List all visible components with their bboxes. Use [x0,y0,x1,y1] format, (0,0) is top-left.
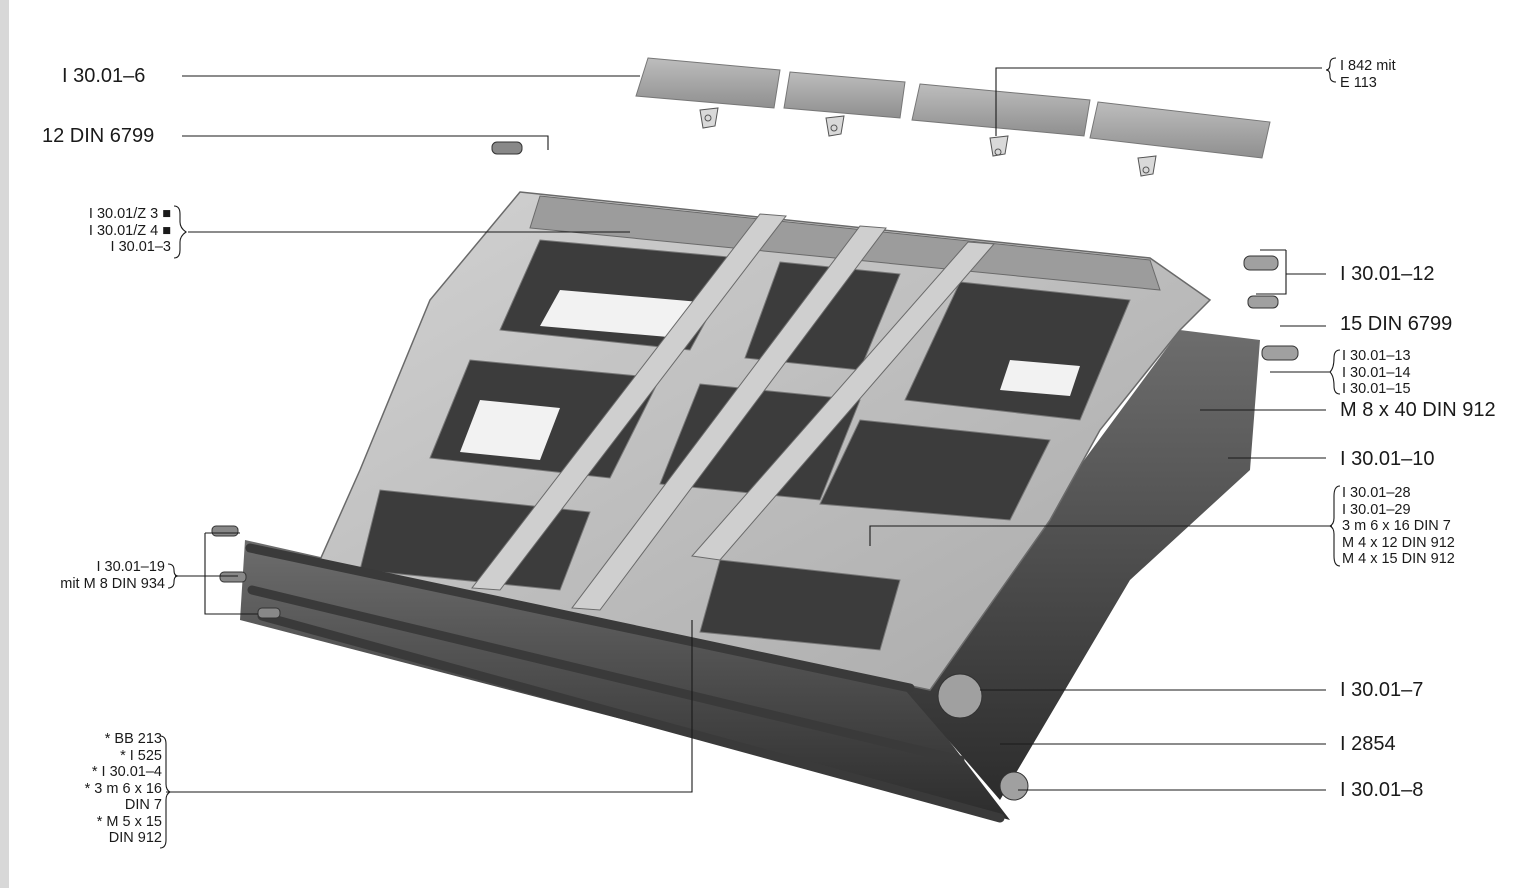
label-pins-group: I 30.01–13 I 30.01–14 I 30.01–15 [1342,348,1411,398]
label-parts-group-line: 3 m 6 x 16 DIN 7 [1342,518,1451,534]
label-top-group: I 842 mit E 113 [1340,58,1396,91]
label-cover-strip: I 30.01–6 [62,65,146,87]
page-edge [0,0,9,888]
cover-strip-1 [635,57,781,109]
label-pin-top-left: 12 DIN 6799 [42,125,155,147]
label-screw-m8: M 8 x 40 DIN 912 [1340,399,1496,421]
label-pin-15: 15 DIN 6799 [1340,313,1453,335]
label-shaft-group-line: mit M 8 DIN 934 [60,575,165,592]
label-bracket-7: I 30.01–7 [1340,679,1424,701]
label-parts-group-line: I 30.01–28 [1342,485,1411,501]
label-knob-8: I 30.01–8 [1340,779,1424,801]
label-bottom-group-line: * BB 213 [104,731,162,747]
label-parts-group-line: M 4 x 12 DIN 912 [1342,534,1455,551]
cover-strip-3 [911,83,1091,137]
label-part-2854: I 2854 [1340,733,1396,755]
cover-strip-4 [1089,101,1271,159]
label-bottom-group-line: * M 5 x 15 [96,813,162,830]
label-frame-group-line: I 30.01/Z 3 ■ [88,206,171,222]
label-pins-group-line: I 30.01–14 [1342,364,1411,381]
label-bottom-group-line: DIN 7 [124,797,162,813]
leader-lines [166,67,1332,793]
label-bottom-group-line: * I 30.01–4 [91,764,162,780]
label-parts-group: I 30.01–28 I 30.01–29 3 m 6 x 16 DIN 7 M… [1342,485,1455,568]
label-frame-group: I 30.01/Z 3 ■ I 30.01/Z 4 ■ I 30.01–3 [89,206,171,256]
braces [159,57,1341,849]
label-bottom-group-line: DIN 912 [108,830,162,846]
label-shaft-group: I 30.01–19 mit M 8 DIN 934 [60,559,165,592]
label-top-group-line: I 842 mit [1340,58,1396,74]
label-frame-group-line: I 30.01/Z 4 ■ [88,222,171,239]
label-shaft-group-line: I 30.01–19 [96,559,165,575]
label-top-group-line: E 113 [1340,74,1377,91]
cover-strip-2 [783,71,906,119]
label-pins-group-line: I 30.01–15 [1342,381,1411,397]
label-parts-group-line: M 4 x 15 DIN 912 [1342,551,1455,567]
label-frame-group-line: I 30.01–3 [110,239,171,255]
label-bottom-group: * BB 213 * I 525 * I 30.01–4 * 3 m 6 x 1… [85,731,162,847]
label-shaft-12: I 30.01–12 [1340,263,1435,285]
label-parts-group-line: I 30.01–29 [1342,501,1411,518]
label-rail-10: I 30.01–10 [1340,448,1435,470]
label-bottom-group-line: * I 525 [120,747,162,764]
label-pins-group-line: I 30.01–13 [1342,348,1411,364]
main-frame [211,141,1299,823]
label-bottom-group-line: * 3 m 6 x 16 [84,780,162,797]
cover-strips [635,57,1271,177]
